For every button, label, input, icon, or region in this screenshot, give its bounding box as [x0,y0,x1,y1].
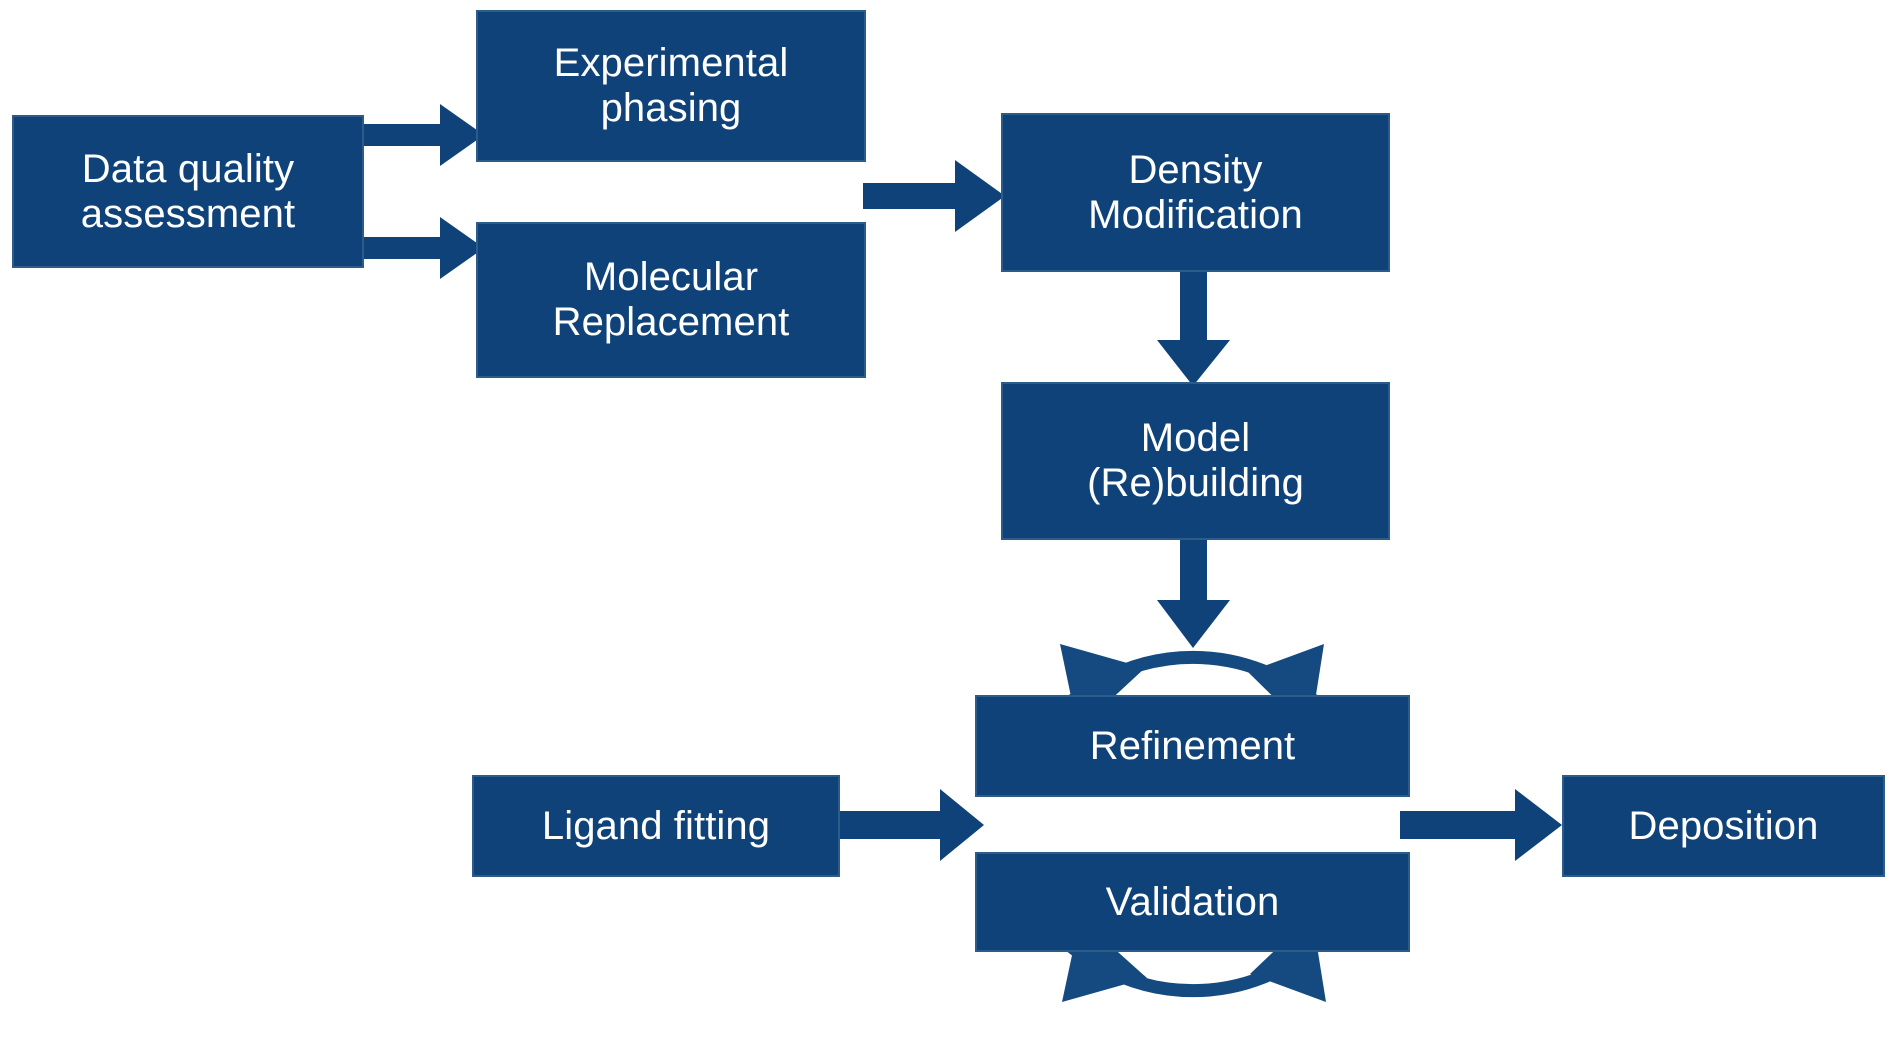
arrow-density-modification-to-model-rebuilding [1157,272,1230,386]
node-experimental-phasing[interactable]: Experimental phasing [476,10,866,162]
arrow-data-quality-to-molecular-replacement [364,217,484,279]
node-data-quality-assessment[interactable]: Data quality assessment [12,115,364,268]
node-model-rebuilding[interactable]: Model (Re)building [1001,382,1390,540]
node-density-modification[interactable]: Density Modification [1001,113,1390,272]
arrow-cycle-to-deposition [1400,789,1562,861]
node-molecular-replacement[interactable]: Molecular Replacement [476,222,866,378]
arrow-ligand-fitting-to-cycle [840,789,984,861]
node-deposition[interactable]: Deposition [1562,775,1885,877]
arrow-data-quality-to-experimental-phasing [364,104,484,166]
node-validation[interactable]: Validation [975,852,1410,952]
node-ligand-fitting[interactable]: Ligand fitting [472,775,840,877]
node-refinement[interactable]: Refinement [975,695,1410,797]
arrow-model-rebuilding-to-cycle [1157,540,1230,648]
arrow-phasing-to-density-modification [863,160,1005,232]
